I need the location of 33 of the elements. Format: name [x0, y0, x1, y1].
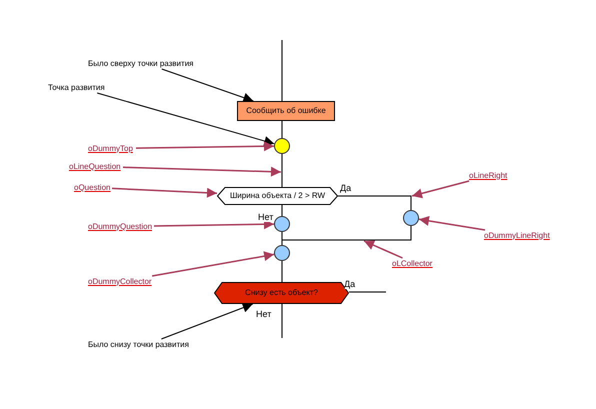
leader-arrow	[96, 92, 275, 146]
leader-arrow	[412, 180, 470, 198]
process-box: Сообщить об ошибке	[237, 101, 335, 121]
leader-arrow	[418, 216, 486, 231]
variable-label: oLineRight	[469, 170, 511, 181]
annotation-text: Было снизу точки развития	[88, 339, 206, 350]
edge-label: Да	[344, 279, 356, 289]
leader-arrow	[112, 188, 218, 198]
leader-arrow	[152, 251, 274, 277]
variable-label: oQuestion	[74, 182, 112, 193]
connector-circle	[274, 138, 290, 154]
variable-label: oLineQuestion	[69, 161, 123, 172]
edge-label: Нет	[256, 309, 272, 319]
edge-label: Да	[340, 183, 352, 193]
leader-arrow	[136, 141, 274, 152]
leader-arrow	[122, 166, 282, 177]
connector-circle	[274, 216, 290, 232]
connector-circle	[403, 210, 419, 226]
variable-label: oDummyQuestion	[88, 221, 154, 232]
annotation-text: Было сверху точки развития	[88, 58, 204, 69]
connector-circle	[274, 245, 290, 261]
leader-arrow	[161, 68, 254, 102]
annotation-text: Точка развития	[48, 82, 108, 93]
variable-label: oDummyTop	[88, 143, 136, 154]
flow-line	[282, 226, 412, 246]
leader-arrow	[364, 240, 403, 259]
variable-label: oDummyLineRight	[484, 230, 554, 241]
leader-arrow	[160, 302, 254, 340]
edge-label: Нет	[258, 212, 274, 222]
variable-label: oLCollector	[392, 258, 438, 269]
decision-hexagon: Ширина объекта / 2 > RW	[217, 187, 338, 205]
variable-label: oDummyCollector	[88, 276, 154, 287]
flow-line	[338, 196, 412, 210]
